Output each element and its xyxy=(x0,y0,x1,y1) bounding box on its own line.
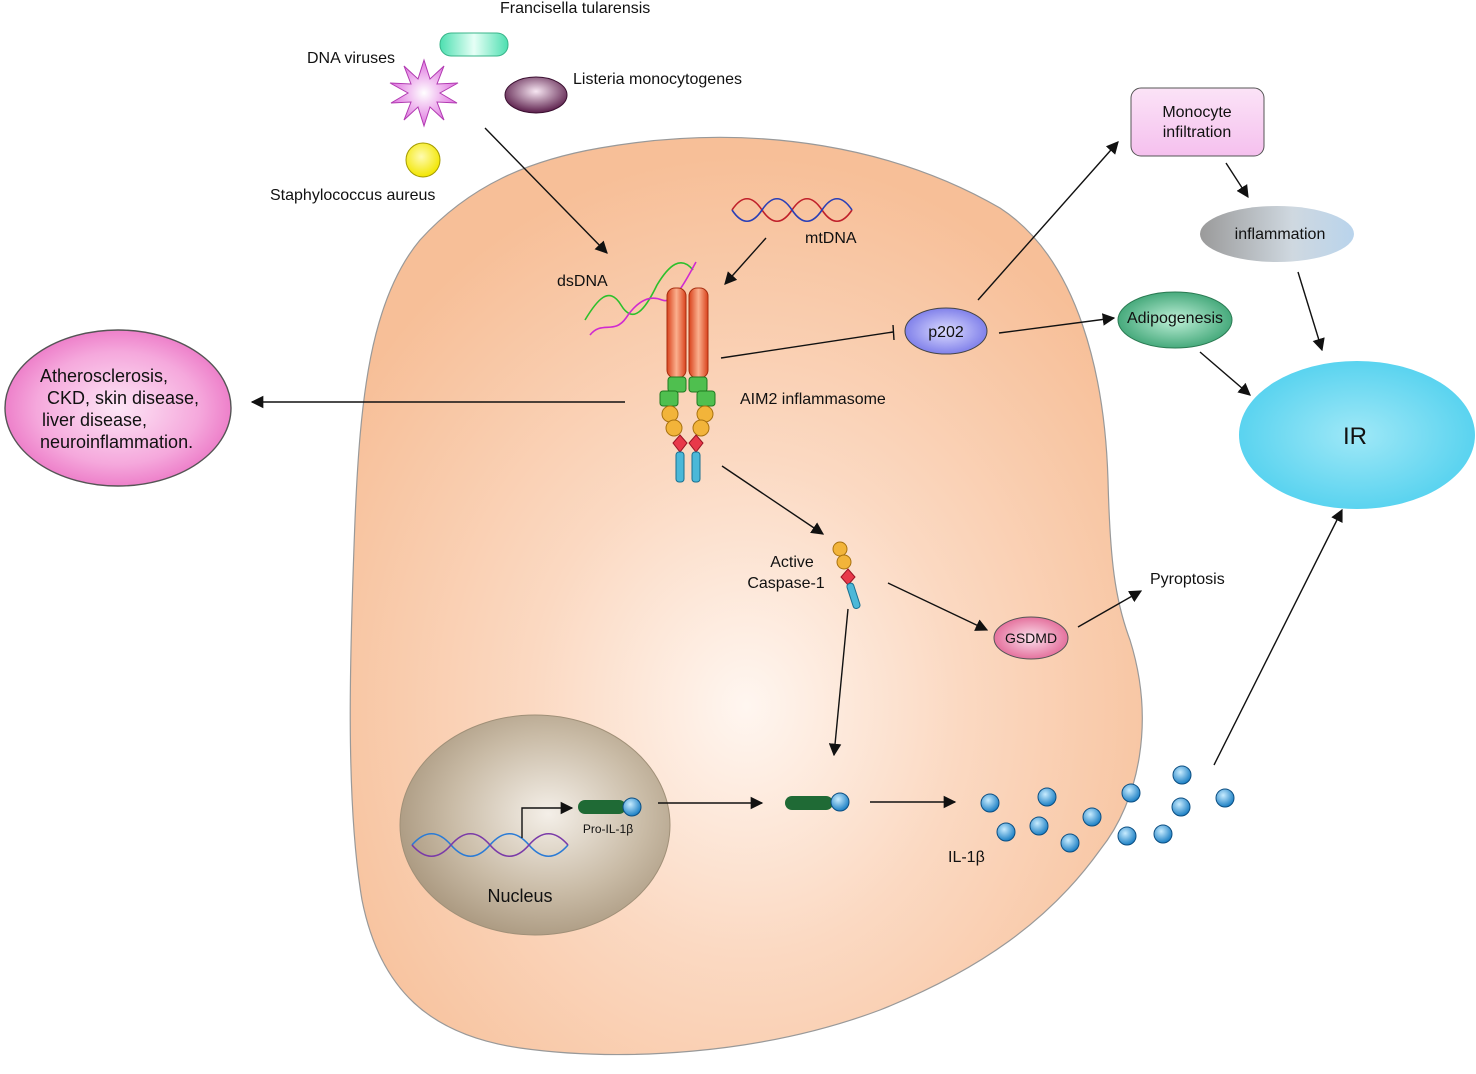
nuclear-dna-icon xyxy=(411,832,569,858)
inhibition-aim2-p202 xyxy=(720,331,894,359)
il1b-bead xyxy=(1153,824,1173,844)
inflammation-label: inflammation xyxy=(1235,226,1326,243)
caspase-line-1: Active xyxy=(770,554,814,571)
dsdna-label: dsDNA xyxy=(557,273,608,290)
p202-node xyxy=(904,307,988,355)
arrow-gsdmd-to-pyroptosis xyxy=(1077,590,1143,628)
gsdmd-label: GSDMD xyxy=(1005,630,1057,646)
il1b-bead xyxy=(980,793,1000,813)
arrow-caspase-to-il1b xyxy=(828,608,849,757)
arrow-inflammation-to-ir xyxy=(1297,271,1325,352)
arrow-adipogenesis-to-ir xyxy=(1199,351,1251,396)
arrow-p202-to-adipogenesis xyxy=(998,313,1116,334)
francisella-icon xyxy=(439,32,509,57)
gsdmd-node xyxy=(993,616,1069,660)
disease-line-3: liver disease, xyxy=(42,410,147,430)
disease-line-2: CKD, skin disease, xyxy=(47,388,199,408)
transcription-arrow xyxy=(521,801,574,838)
pro-il1b-bead xyxy=(622,797,642,817)
il1b-bead xyxy=(1215,788,1235,808)
il1b-label: IL-1β xyxy=(948,849,985,866)
il1b-bead xyxy=(830,792,850,812)
ir-label: IR xyxy=(1343,423,1367,450)
monocyte-line-1: Monocyte xyxy=(1162,104,1231,121)
monocyte-line-2: infiltration xyxy=(1163,124,1231,141)
arrow-pathogens-to-aim2 xyxy=(484,127,608,254)
il1b-bar xyxy=(785,796,833,810)
disease-line-1: Atherosclerosis, xyxy=(40,366,168,386)
aim2-label: AIM2 inflammasome xyxy=(740,391,886,408)
il1b-secreted-beads xyxy=(980,765,1235,853)
inflammation-node xyxy=(1200,206,1354,262)
listeria-label: Listeria monocytogenes xyxy=(573,71,742,88)
pro-il1b-bar xyxy=(578,800,626,814)
ir-node xyxy=(1239,361,1475,509)
staph-icon xyxy=(405,142,441,178)
pyroptosis-label: Pyroptosis xyxy=(1150,571,1225,588)
dna-viruses-label: DNA viruses xyxy=(307,50,395,67)
nucleus xyxy=(399,714,671,936)
p202-label: p202 xyxy=(928,324,964,341)
arrow-monocyte-to-inflammation xyxy=(1225,162,1249,199)
adipogenesis-label: Adipogenesis xyxy=(1127,310,1223,327)
caspase1-icon xyxy=(832,541,861,610)
il1b-bead xyxy=(1060,833,1080,853)
il1b-bead xyxy=(1117,826,1137,846)
monocyte-infiltration-box xyxy=(1130,87,1265,157)
il1b-bead xyxy=(1037,787,1057,807)
arrow-il1b-to-ir xyxy=(1213,508,1343,766)
staph-label: Staphylococcus aureus xyxy=(270,187,435,204)
mtdna-icon xyxy=(731,197,853,223)
caspase-line-2: Caspase-1 xyxy=(747,575,824,592)
mtdna-label: mtDNA xyxy=(805,230,857,247)
il1b-bead xyxy=(1172,765,1192,785)
nucleus-label: Nucleus xyxy=(487,886,552,906)
arrow-caspase-to-gsdmd xyxy=(887,582,989,631)
pro-il1b-label: Pro-IL-1β xyxy=(583,822,633,836)
francisella-label: Francisella tularensis xyxy=(500,0,650,17)
il1b-bead xyxy=(1082,807,1102,827)
disease-ellipse xyxy=(4,329,232,487)
dna-virus-icon xyxy=(389,58,459,128)
il1b-bead xyxy=(1029,816,1049,836)
il1b-bead xyxy=(1121,783,1141,803)
arrow-mtdna-to-aim2 xyxy=(724,237,767,285)
il1b-bead xyxy=(1171,797,1191,817)
arrow-p202-to-monocyte xyxy=(977,141,1119,301)
disease-line-4: neuroinflammation. xyxy=(40,432,193,452)
il1b-bead xyxy=(996,822,1016,842)
inhibition-bar xyxy=(892,324,895,341)
aim2-inflammasome-icon xyxy=(659,287,716,483)
adipogenesis-node xyxy=(1117,291,1233,349)
arrow-aim2-to-caspase xyxy=(721,465,825,535)
listeria-icon xyxy=(504,76,568,114)
